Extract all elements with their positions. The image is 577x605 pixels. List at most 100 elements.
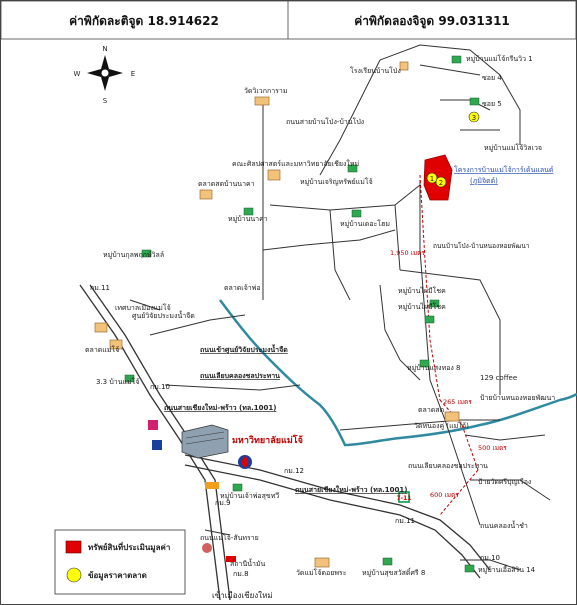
compass-s: S [103, 97, 108, 105]
map-legend: ทรัพย์สินที่ประเมินมูลค่า ข้อมูลราคาตลาด [54, 529, 186, 595]
village-icon [429, 299, 440, 308]
label-dist-500: 500 เมตร [478, 444, 507, 452]
river [219, 299, 577, 447]
marker-1-label: 1 [430, 175, 434, 183]
label-km-9: กม.9 [215, 499, 231, 507]
village-icon [351, 209, 362, 218]
village-icon [382, 557, 393, 566]
village-icon [464, 564, 475, 573]
temple-bottom-icon [314, 557, 330, 568]
label-road-nongpa: ถนนบ้านโป่ง-บ้านหนองหอยพัฒนา [433, 242, 530, 250]
label-temple-top: วัดวิเวกการาม [244, 87, 287, 95]
label-village-right-mid: หมู่บ้านไผ่มีโชค [398, 302, 446, 311]
school-top-icon [399, 61, 409, 71]
market-icon [109, 339, 123, 350]
label-road-right-bottom: ป้ายวัดศรีบุญเรือง [478, 478, 531, 486]
label-market-left: ตลาดเจ้าพ่อ [224, 284, 261, 292]
map-labels: วัดวิเวกการาม ถนนสายบ้านโป่ง-บ้านโป่ง โร… [85, 54, 555, 600]
label-dist-600: 600 เมตร [430, 491, 459, 499]
label-village-mai: หมู่บ้านแสงทอง 8 [407, 364, 461, 372]
bottom-shop-icon [226, 556, 236, 562]
village-icons [124, 55, 480, 573]
label-soi-5: ซอย 5 [482, 100, 502, 108]
coordinate-header: ค่าพิกัดละติจูด 18.914622 ค่าพิกัดลองจิจ… [0, 0, 577, 40]
label-faculty: คณะศิลปศาสตร์และมหาวิทยาลัยเชียงใหม่ [232, 159, 359, 168]
village-icon [424, 315, 435, 324]
faculty-icon [267, 169, 281, 181]
university-building-icon [181, 424, 229, 459]
label-village-maejo-left: ตลาดแม่โจ้ [85, 345, 119, 354]
shop-icon [148, 420, 158, 430]
label-project-sub: (ภูมิจิตต์) [470, 177, 498, 185]
label-village-1: หมู่บ้านแม่โจ้กรีนวิว 1 [466, 54, 533, 63]
label-park-left: เทศบาลเมืองแม่โจ้ [115, 303, 171, 312]
gas-station-icon [238, 455, 252, 469]
label-market-right: ตลาดสด [418, 406, 444, 414]
label-road-canal: ถนนเลียบคลองชลประทาน [200, 372, 280, 380]
label-km-10-right: กม.10 [480, 554, 500, 562]
label-village-14: หมู่บ้านเอื้อสิริน 14 [478, 563, 536, 574]
label-village-8: หมู่บ้านสุขสวัสดิ์ศรี 8 [362, 567, 425, 577]
label-village-charoen: หมู่บ้านเจริญทรัพย์แม่โจ้ [300, 177, 373, 186]
label-university: มหาวิทยาลัยแม่โจ้ [232, 434, 303, 446]
label-village-left-mid: หมู่บ้านกุลพฤกษ์วิลล์ [103, 251, 164, 259]
label-to-city: เข้าเมืองเชียงใหม่ [212, 591, 273, 600]
compass-e: E [131, 70, 135, 78]
label-village-33: 3.3 บ้านแม่โจ้ [96, 377, 140, 386]
village-icon [141, 249, 152, 258]
label-center-left: ศูนย์วิจัยประมงน้ำจืด [132, 309, 195, 320]
road-network [79, 44, 551, 601]
label-road-cm2: ถนนสายเชียงใหม่-พร้าว (ทล.1001) [295, 485, 407, 494]
compass-w: W [74, 70, 81, 78]
temple-right-icon [444, 411, 460, 422]
seven-eleven-label: 7-11 [396, 495, 411, 502]
village-icon [232, 483, 243, 492]
longitude-text: ค่าพิกัดลองจิจูด 99.031311 [354, 14, 510, 29]
label-km-8: กม.8 [233, 570, 249, 578]
label-project: โครงการบ้านแม่โจ้การ์เด้นแลนด์ [454, 165, 553, 174]
label-dist-265: 265 เมตร [443, 398, 472, 406]
label-soi-4: ซอย 4 [482, 74, 502, 82]
label-road-canal2: ถนนเลียบคลองชลประทาน [408, 462, 488, 470]
legend-asset-swatch [65, 540, 82, 554]
label-road-cm: ถนนสายเชียงใหม่-พร้าว (ทล.1001) [164, 403, 276, 412]
legend-market-label: ข้อมูลราคาตลาด [88, 570, 147, 581]
seven-eleven-icon [398, 491, 410, 503]
label-village-oakrin: หมู่บ้านแม่โจ้วิลเวจ [484, 143, 542, 152]
label-road-sanpong: ถนนคลองน้ำชำ [480, 519, 528, 530]
label-temple-right: วัดหนองคู่ (แม่โจ้) [414, 421, 469, 430]
label-office-left: ตลาดสดบ้านนาคา [198, 180, 255, 188]
marker-3 [468, 111, 480, 123]
label-tgh: สถานีน้ำมัน [230, 557, 266, 568]
bottom-poi-icon [202, 543, 212, 553]
label-village-nakha: หมู่บ้านนาคา [228, 215, 268, 223]
latitude-text: ค่าพิกัดละติจูด 18.914622 [69, 14, 219, 29]
bank-icon [152, 440, 162, 450]
village-icon [347, 164, 358, 173]
marker-2 [435, 176, 447, 188]
asset-parcel: 1 2 [423, 154, 453, 201]
label-school-top: โรงเรียนบ้านโป่ง [350, 66, 401, 75]
label-road-center: ถนนเข้าศูนย์วิจัยประมงน้ำจืด [200, 343, 288, 355]
legend-asset-label: ทรัพย์สินที่ประเมินมูลค่า [88, 541, 170, 553]
compass-rose-icon: N S E W [74, 45, 136, 105]
label-village-mainmi: หมู่บ้านไผ่มีโชค [398, 286, 446, 295]
building-icons [94, 61, 460, 568]
village-icon [451, 55, 462, 64]
label-village-bottom: หมู่บ้านเจ้าพ่อสุขทวี [220, 492, 279, 500]
label-km-11-right: กม.11 [395, 517, 415, 525]
label-village-huay: หมู่บ้านเดอะโฮม [340, 219, 390, 228]
shop-orange-icon [205, 482, 219, 489]
compass-n: N [102, 45, 107, 53]
temple-icon [254, 96, 270, 106]
marker-1 [426, 172, 438, 184]
legend-market-swatch [66, 567, 82, 583]
label-km-12: กม.12 [284, 467, 304, 475]
office-icon [94, 322, 108, 333]
label-km-10-left: กม.10 [150, 383, 170, 391]
label-road-bokwang: ถนนสายบ้านโป่ง-บ้านโป่ง [286, 117, 364, 126]
village-icon [469, 97, 480, 106]
label-dist-1950: 1,950 เมตร [390, 249, 425, 257]
